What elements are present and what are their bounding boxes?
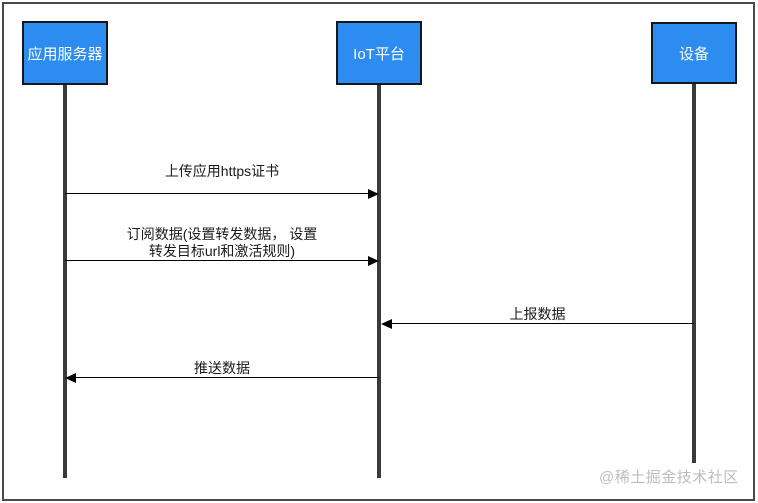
actor-label-app-server: 应用服务器: [27, 45, 103, 63]
lifeline-device: [692, 83, 696, 463]
message-label-report-data: 上报数据: [509, 306, 566, 322]
actor-box-device: 设备: [651, 22, 737, 84]
actor-box-iot-platform: IoT平台: [336, 21, 422, 85]
message-label-upload-cert: 上传应用https证书: [164, 163, 280, 179]
arrowhead-right-icon: [368, 189, 379, 199]
message-label-subscribe: 订阅数据(设置转发数据， 设置 转发目标url和激活规则): [126, 226, 318, 259]
message-label-push-data: 推送数据: [194, 360, 250, 376]
message-line-subscribe: [65, 260, 370, 261]
message-line-upload-cert: [65, 193, 370, 194]
arrowhead-left-icon: [65, 373, 76, 383]
lifeline-app-server: [63, 84, 67, 478]
arrowhead-right-icon: [368, 256, 379, 266]
arrowhead-left-icon: [381, 319, 392, 329]
actor-box-app-server: 应用服务器: [22, 21, 108, 85]
message-line-report-data: [390, 323, 694, 324]
message-line-push-data: [74, 377, 379, 378]
watermark-text: @稀土掘金技术社区: [599, 469, 739, 486]
lifeline-iot-platform: [377, 84, 381, 478]
actor-label-device: 设备: [678, 45, 709, 63]
actor-label-iot-platform: IoT平台: [353, 45, 405, 63]
